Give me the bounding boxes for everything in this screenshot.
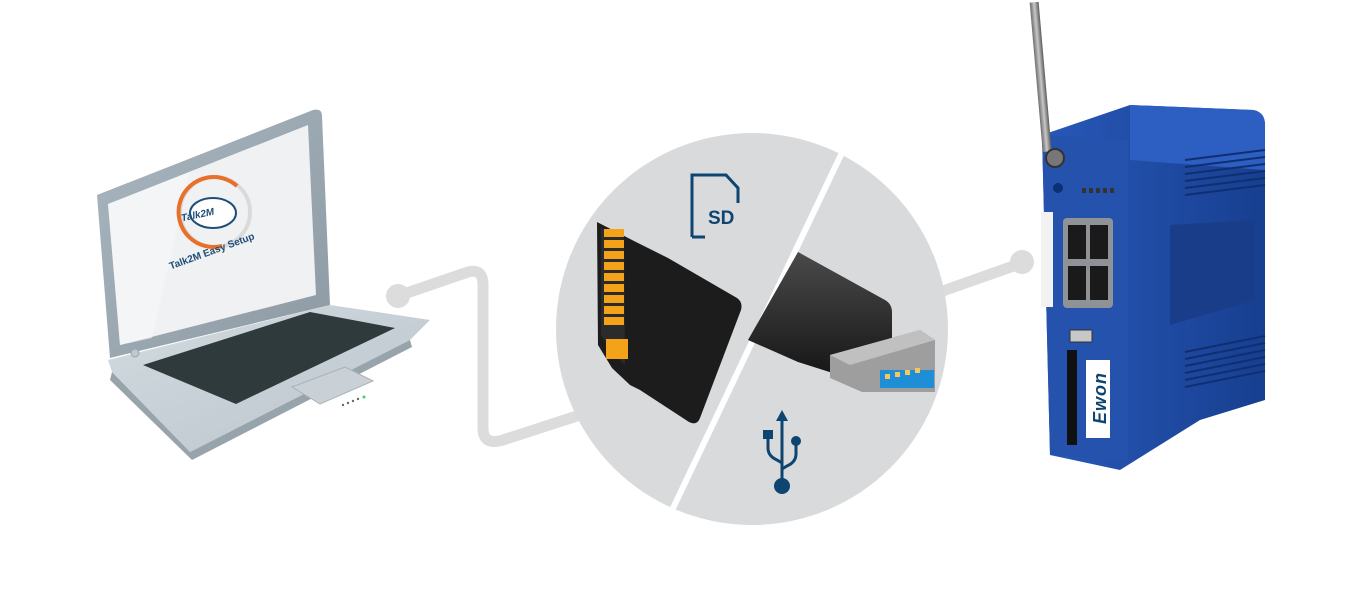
ewon-label-plate	[1086, 360, 1110, 438]
sd-slot	[1067, 350, 1077, 445]
sd-card	[597, 222, 742, 424]
antenna	[1029, 1, 1052, 153]
device-label-strip	[1041, 212, 1053, 307]
laptop	[97, 109, 430, 460]
ewon-device	[1029, 1, 1266, 470]
sd-label: SD	[708, 208, 735, 229]
usb-port	[1069, 329, 1093, 343]
connector-laptop-to-media	[392, 265, 586, 447]
keyboard	[143, 312, 395, 404]
talk2m-cloud-logo	[189, 197, 237, 229]
connector-dot-laptop	[386, 284, 410, 308]
usb-stick	[748, 252, 935, 392]
ewon-brand-label: Ewon	[1090, 372, 1110, 424]
connector-media-to-device	[934, 250, 1034, 298]
touchpad	[290, 366, 375, 405]
sd-card-icon	[690, 173, 740, 239]
usb-icon	[763, 410, 801, 494]
